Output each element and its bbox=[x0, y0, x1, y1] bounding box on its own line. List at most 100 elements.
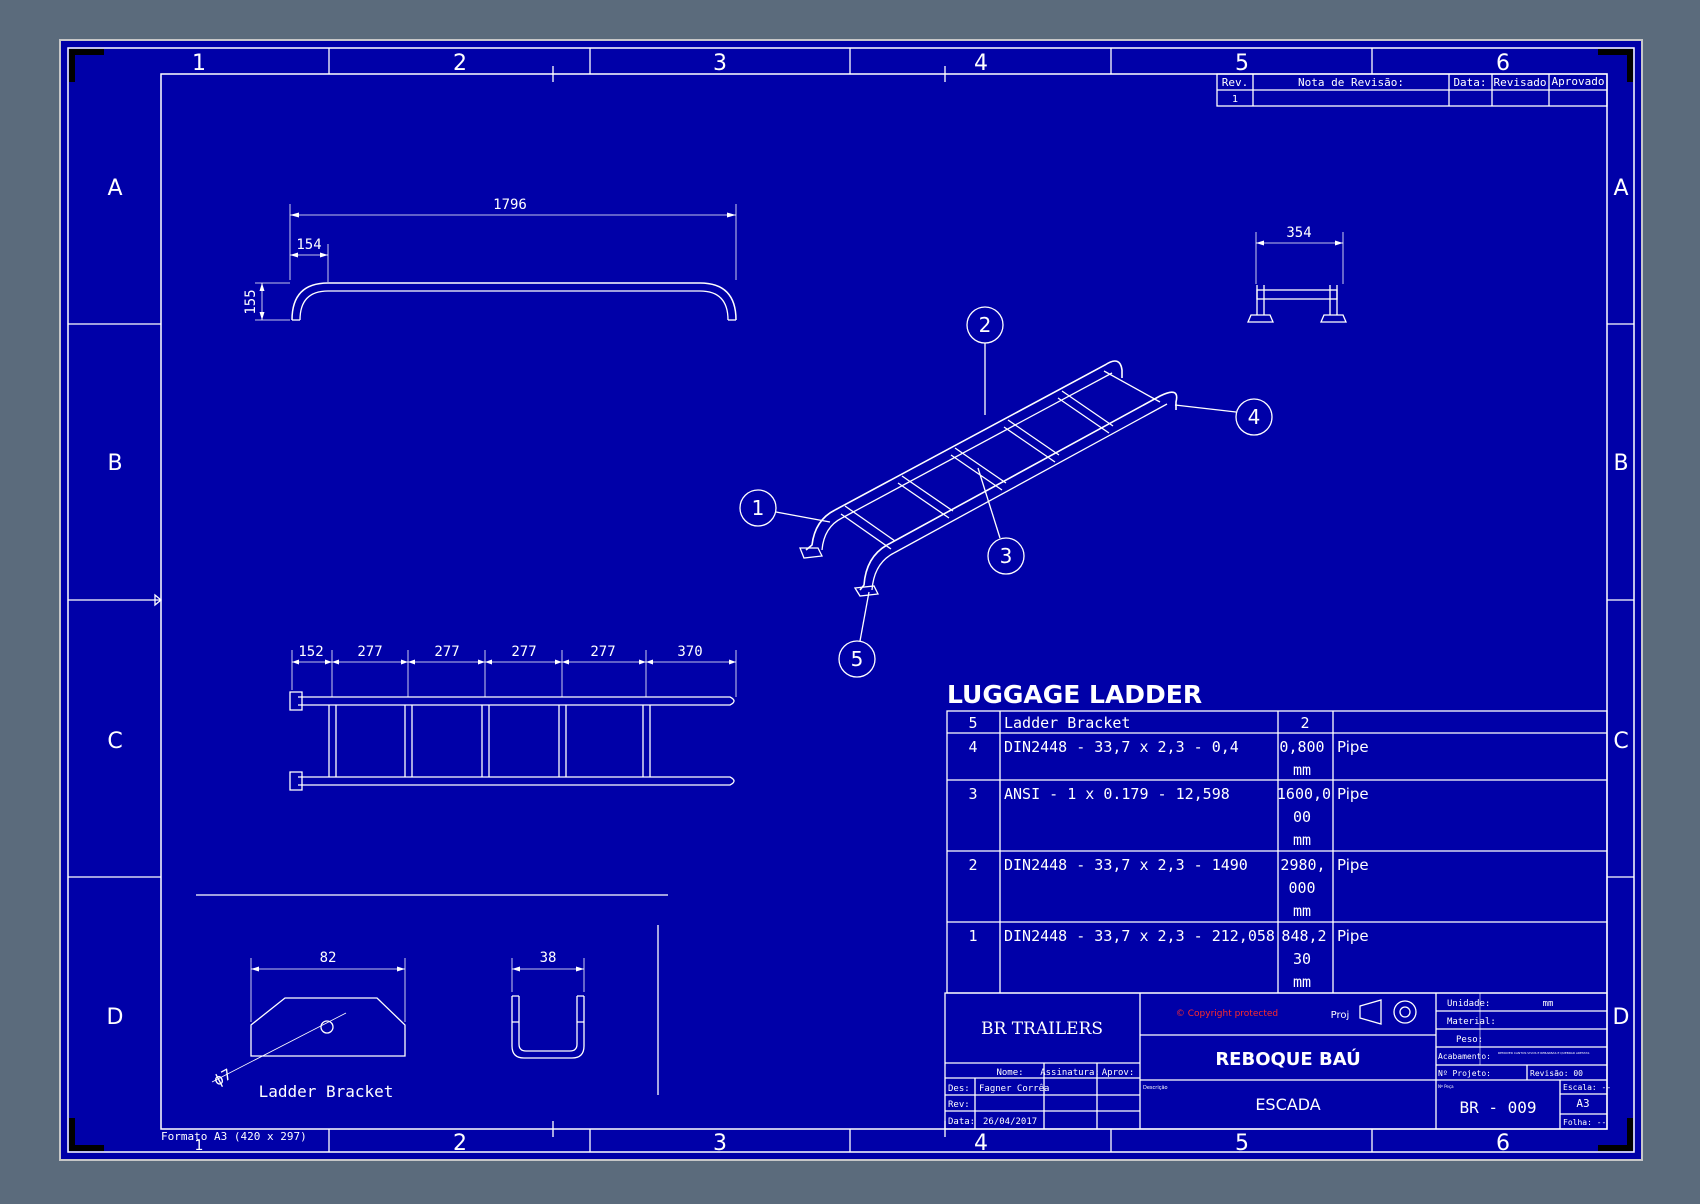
zone-row-right: C bbox=[1613, 729, 1628, 754]
bom-qty: 1600,0 bbox=[1277, 785, 1331, 803]
balloon-1: 1 bbox=[752, 496, 765, 520]
bom-qty: mm bbox=[1293, 973, 1311, 991]
bom-desc: DIN2448 - 33,7 x 2,3 - 212,058 bbox=[1004, 927, 1275, 945]
zone-col-bottom: 3 bbox=[713, 1131, 727, 1156]
bom-qty: 00 bbox=[1293, 808, 1311, 826]
bom-qty: 000 bbox=[1288, 879, 1315, 897]
rev-header: Revisado bbox=[1494, 76, 1547, 89]
projection-cone-icon bbox=[1359, 999, 1382, 1025]
dim-bracket-side: 38 bbox=[540, 950, 557, 966]
revision-table: Rev. Nota de Revisão: Data: Revisado Apr… bbox=[1216, 73, 1608, 107]
unidade-value: mm bbox=[1543, 999, 1554, 1009]
zone-col-top: 2 bbox=[453, 51, 467, 76]
drawing-date: 26/04/2017 bbox=[983, 1117, 1037, 1127]
paper bbox=[59, 39, 1643, 1161]
folha-label: Folha: -- bbox=[1563, 1118, 1606, 1127]
zone-row-left: B bbox=[107, 451, 122, 476]
corner-marks bbox=[69, 49, 1633, 1151]
bom-item: 1 bbox=[968, 927, 977, 945]
zone-labels: 1 2 3 4 5 6 2 3 4 5 6 A B C D A B C D bbox=[107, 51, 1630, 1156]
bom-rows: 5 Ladder Bracket 2 4 DIN2448 - 33,7 x 2,… bbox=[968, 714, 1368, 991]
balloon-4: 4 bbox=[1248, 405, 1261, 429]
bom-qty: 2 bbox=[1300, 714, 1309, 732]
dim-bend: 154 bbox=[296, 237, 321, 253]
row-label-des: Des: bbox=[948, 1084, 970, 1094]
zone-dividers bbox=[68, 48, 1634, 1152]
dim-plan-152: 152 bbox=[298, 644, 323, 660]
sheet-size: A3 bbox=[1576, 1097, 1589, 1110]
material-label: Material: bbox=[1447, 1017, 1496, 1027]
bom-qty: 848,2 bbox=[1281, 927, 1326, 945]
bom-table bbox=[946, 710, 1608, 994]
inner-frame bbox=[160, 73, 1608, 1130]
dim-plan-277: 277 bbox=[357, 644, 382, 660]
projeto-label: Nº Projeto: bbox=[1438, 1069, 1491, 1078]
bom-qty: mm bbox=[1293, 831, 1311, 849]
bom-desc: DIN2448 - 33,7 x 2,3 - 1490 bbox=[1004, 856, 1248, 874]
product-name: REBOQUE BAÚ bbox=[1215, 1048, 1360, 1070]
isometric-view: 1 2 3 4 5 bbox=[739, 306, 1273, 678]
rev-header: Aprovado bbox=[1552, 75, 1605, 88]
proj-label: Proj bbox=[1331, 1010, 1350, 1021]
row-label-data: Data: bbox=[948, 1117, 975, 1127]
bom-type: Pipe bbox=[1337, 927, 1369, 945]
acabamento-note: REMOVER CANTOS VIVOS E REBARBAS E QUEBRA… bbox=[1498, 1051, 1589, 1055]
zone-col-top: 4 bbox=[974, 51, 988, 76]
bom-item: 3 bbox=[968, 785, 977, 803]
bom-item: 2 bbox=[968, 856, 977, 874]
bom-type: Pipe bbox=[1337, 785, 1369, 803]
bom-desc: Ladder Bracket bbox=[1004, 714, 1130, 732]
company-name: BR TRAILERS bbox=[981, 1019, 1103, 1039]
zone-row-right: B bbox=[1613, 451, 1628, 476]
bom-title: LUGGAGE LADDER bbox=[947, 680, 1202, 709]
title-block-text: BR TRAILERS © Copyright protected Proj R… bbox=[948, 999, 1611, 1127]
header-assinatura: Assinatura: bbox=[1040, 1068, 1100, 1078]
header-aprov: Aprov: bbox=[1102, 1068, 1135, 1078]
escala-label: Escala: -- bbox=[1563, 1083, 1611, 1092]
zone-col-bottom: 6 bbox=[1496, 1131, 1510, 1156]
zone-col-bottom: 5 bbox=[1235, 1131, 1249, 1156]
rev-header: Nota de Revisão: bbox=[1298, 76, 1404, 89]
peso-label: Peso: bbox=[1456, 1035, 1483, 1045]
dim-overall-length: 1796 bbox=[493, 197, 527, 213]
bom-item: 5 bbox=[968, 714, 977, 732]
zone-row-right: A bbox=[1613, 176, 1628, 201]
dim-plan-277: 277 bbox=[434, 644, 459, 660]
zone-col-top: 5 bbox=[1235, 51, 1249, 76]
bom-qty: 2980, bbox=[1280, 856, 1325, 874]
side-view: 354 bbox=[1247, 225, 1347, 323]
zone-col-top: 6 bbox=[1496, 51, 1510, 76]
bom-qty: mm bbox=[1293, 902, 1311, 920]
unidade-label: Unidade: bbox=[1447, 999, 1490, 1009]
bom-desc: ANSI - 1 x 0.179 - 12,598 bbox=[1004, 785, 1230, 803]
bom-qty: mm bbox=[1293, 761, 1311, 779]
bracket-caption: Ladder Bracket bbox=[259, 1082, 394, 1101]
zone-col-bottom: 2 bbox=[453, 1131, 467, 1156]
header-nome: Nome: bbox=[996, 1068, 1023, 1078]
zone-col-top: 1 bbox=[192, 51, 206, 76]
zone-row-left: A bbox=[107, 176, 122, 201]
bom-qty: 30 bbox=[1293, 950, 1311, 968]
description-label: Descrição bbox=[1143, 1085, 1168, 1091]
bom-type: Pipe bbox=[1337, 738, 1369, 756]
row-label-rev: Rev: bbox=[948, 1100, 970, 1110]
acabamento-label: Acabamento: bbox=[1438, 1052, 1491, 1061]
dim-height: 155 bbox=[243, 289, 259, 314]
zone-col-top: 3 bbox=[713, 51, 727, 76]
dim-width: 354 bbox=[1286, 225, 1311, 241]
top-view: 1796 154 155 bbox=[243, 197, 737, 321]
rev-header: Rev. bbox=[1222, 76, 1249, 89]
balloon-2: 2 bbox=[979, 313, 992, 337]
dim-plan-277: 277 bbox=[511, 644, 536, 660]
zone-col-bottom: 4 bbox=[974, 1131, 988, 1156]
bom-desc: DIN2448 - 33,7 x 2,3 - 0,4 bbox=[1004, 738, 1239, 756]
dim-bracket-width: 82 bbox=[320, 950, 337, 966]
drawing-number: BR - 009 bbox=[1459, 1098, 1536, 1117]
bom-qty: 0,800 bbox=[1279, 738, 1324, 756]
dim-plan-277: 277 bbox=[590, 644, 615, 660]
zone-row-right: D bbox=[1613, 1005, 1630, 1030]
zone-col-bottom-1: 1 bbox=[195, 1138, 204, 1154]
format-label: Formato A3 (420 x 297) bbox=[161, 1130, 307, 1143]
